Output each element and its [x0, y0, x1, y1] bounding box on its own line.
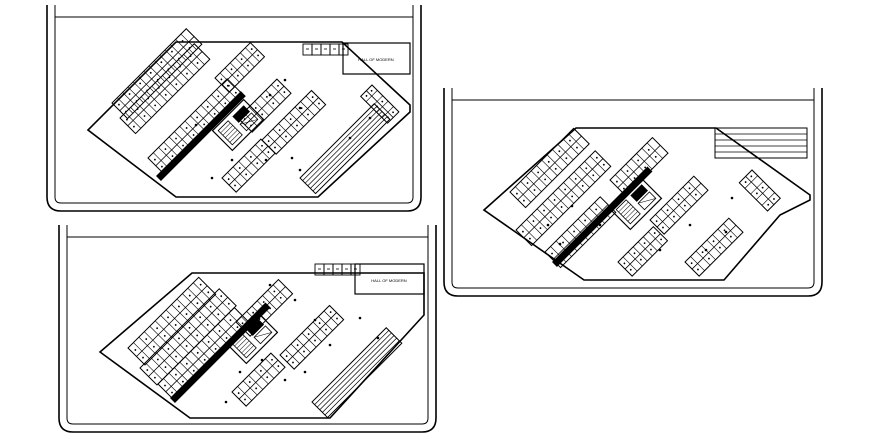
parking-row	[147, 78, 244, 175]
column-dot	[598, 223, 602, 227]
column-dot	[210, 176, 214, 180]
parking-row	[231, 352, 286, 407]
column-dot	[230, 158, 234, 162]
core-block	[609, 177, 663, 231]
ramp-stripes	[311, 327, 403, 419]
ramp-stripes	[299, 103, 391, 195]
core-block	[211, 98, 265, 152]
column-dot	[303, 370, 307, 374]
parking-row	[617, 225, 669, 277]
corridor	[552, 166, 653, 267]
hall-room-bottom-left	[354, 263, 425, 295]
column-dot	[268, 283, 272, 287]
column-dot	[688, 223, 692, 227]
column-dot	[283, 378, 287, 382]
column-dot	[290, 156, 294, 160]
column-dot	[658, 248, 662, 252]
hall-room-top-left	[342, 42, 411, 75]
column-dot	[313, 318, 317, 322]
parking-row	[139, 288, 237, 386]
site-boundary-right	[443, 88, 823, 297]
parking-row	[738, 169, 781, 212]
parking-row	[111, 28, 203, 120]
column-dot	[724, 230, 728, 234]
column-dot	[260, 358, 264, 362]
parking-row	[649, 175, 709, 235]
building-outline-bottom-left	[98, 272, 425, 419]
column-dot	[298, 106, 302, 110]
column-dot	[264, 158, 268, 162]
hall-room-label: HALL OF MODERN	[371, 278, 407, 283]
parking-row	[127, 276, 217, 366]
corridor	[156, 91, 246, 181]
column-dot	[238, 370, 242, 374]
column-dot	[224, 400, 228, 404]
parking-row	[237, 78, 292, 133]
column-dot	[558, 242, 562, 246]
entrance-booths-bottom-left	[314, 263, 361, 276]
parking-row	[609, 136, 669, 197]
hall-room-label: HALL OF MODERN	[358, 57, 394, 62]
column-dot	[730, 196, 734, 200]
parking-row	[684, 217, 744, 277]
column-dot	[358, 316, 362, 320]
core-block	[225, 311, 279, 365]
parking-row	[214, 41, 266, 93]
column-dot	[283, 78, 287, 82]
column-dot	[348, 136, 352, 140]
column-dot	[704, 248, 708, 252]
column-dot	[268, 93, 272, 97]
column-dot	[368, 116, 372, 120]
entrance-booths-top-left	[302, 43, 349, 56]
parking-row	[221, 138, 276, 193]
parking-row	[279, 304, 345, 370]
column-dot	[293, 298, 297, 302]
parking-row	[509, 127, 590, 209]
building-outline-right	[482, 127, 811, 281]
parking-row	[157, 306, 251, 401]
parking-row	[119, 43, 211, 135]
building-outline-top-left	[86, 41, 411, 198]
parking-row	[359, 84, 400, 124]
column-dot	[570, 204, 574, 208]
column-dot	[328, 343, 332, 347]
parking-row	[544, 196, 617, 269]
ramp-stripes	[714, 127, 808, 159]
column-dot	[376, 336, 380, 340]
parking-row	[261, 89, 327, 155]
column-dot	[546, 223, 550, 227]
site-boundary-top-left: HALL OF MODERN	[46, 5, 422, 212]
column-dot	[298, 168, 302, 172]
site-boundary-bottom-left: HALL OF MODERN	[58, 225, 437, 433]
column-dot	[194, 123, 198, 127]
